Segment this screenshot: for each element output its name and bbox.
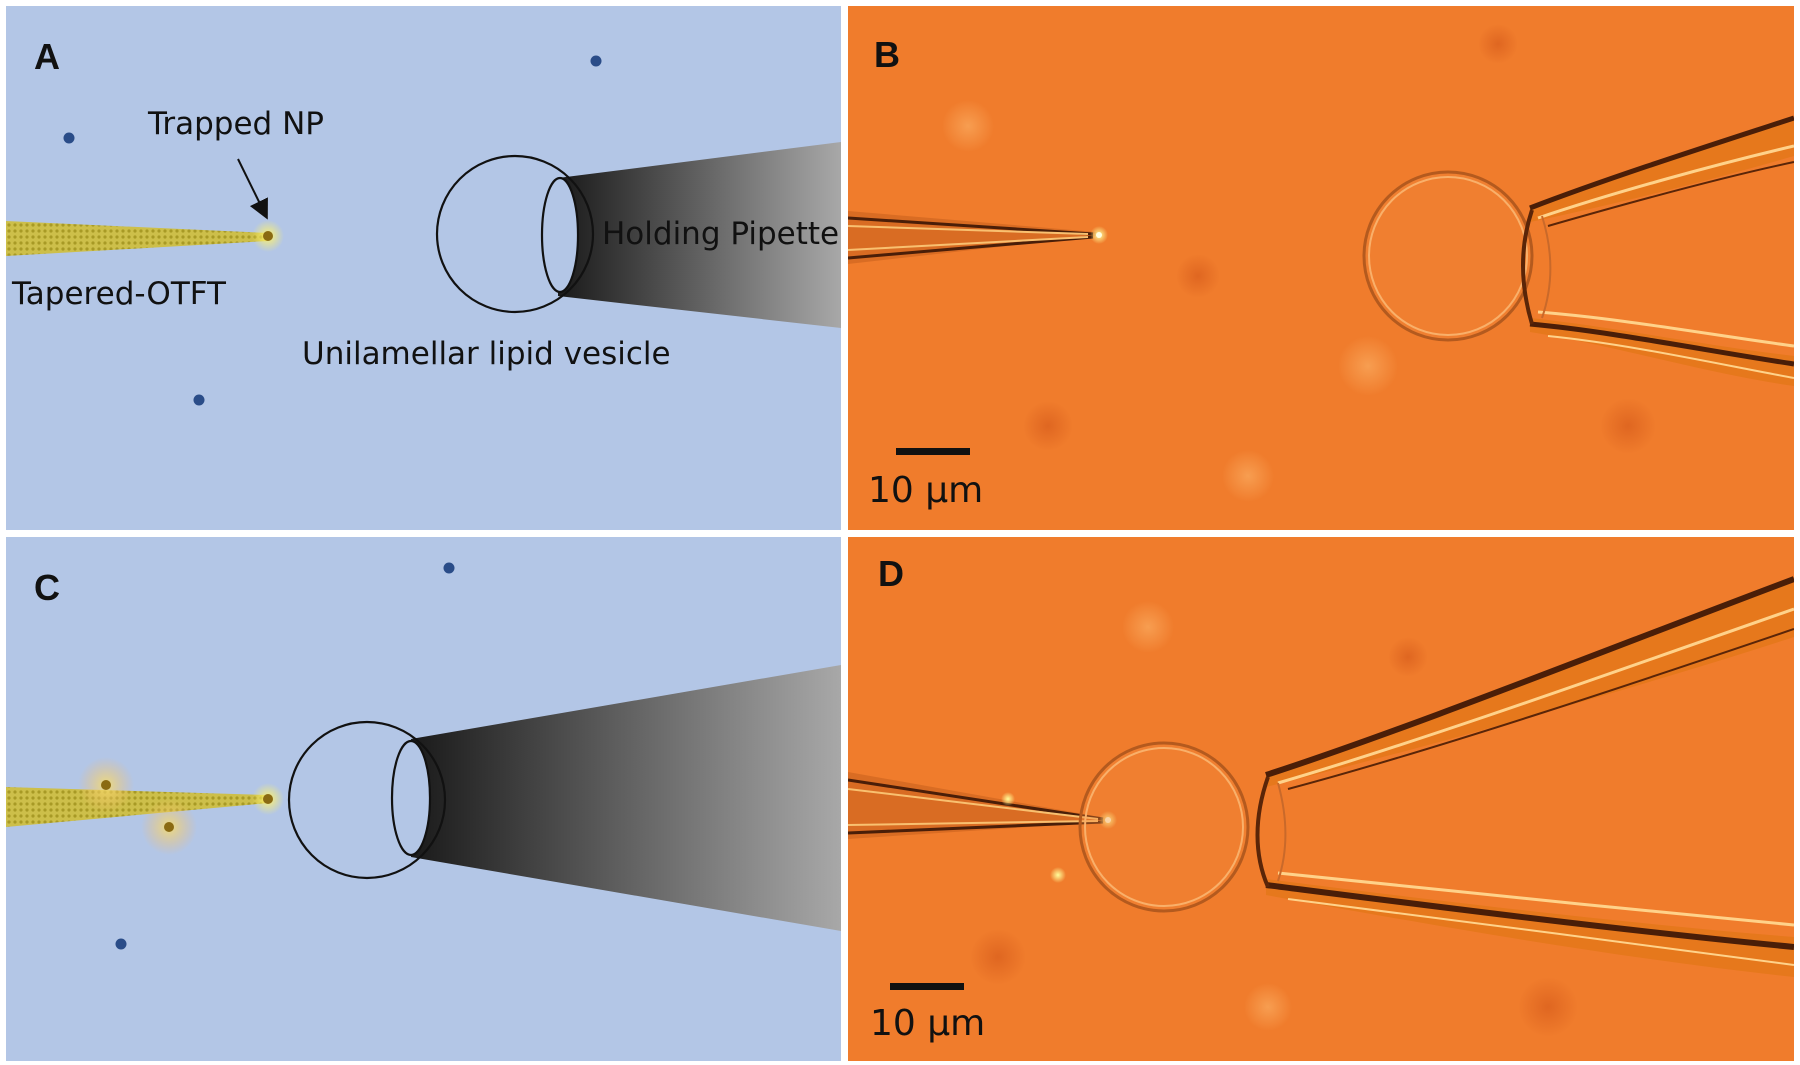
scale-bar [890,983,964,990]
holding-pipette-shape [558,142,841,328]
tapered-otft-label: Tapered-OTFT [12,276,226,312]
free-np [115,938,127,950]
free-np [590,55,602,67]
trapped-np [263,231,273,241]
panel-letter: B [874,34,900,75]
holding-pipette-shape [411,665,841,931]
trapped-np-label: Trapped NP [148,106,324,142]
vesicle-circle [287,720,447,880]
panel-b-micrograph [848,24,1794,502]
trapped-np [1105,817,1111,823]
panel-c: C [6,537,841,1061]
panel-a: A Trapped NP Tapered-OTFT Holding Pipett… [6,6,841,530]
trapped-np [101,780,111,790]
panel-letter: A [34,36,60,77]
holding-pipette-label: Holding Pipette [602,216,840,252]
trapped-np [1096,232,1102,238]
vesicle [1362,170,1534,342]
vesicle-label: Unilamellar lipid vesicle [302,336,671,372]
scale-bar-label: 10 µm [868,470,984,511]
panel-a-drawing [6,55,841,406]
free-np [443,562,455,574]
vesicle [1078,741,1250,913]
panel-letter: C [34,567,60,608]
free-np [193,394,205,406]
vesicle-circle [435,154,595,314]
scale-bar [896,448,970,455]
free-np [63,132,75,144]
panel-d: D 10 µm [848,537,1794,1061]
panel-letter: D [878,553,904,594]
panel-d-micrograph [848,576,1794,1037]
tapered-otft-shape [6,221,268,256]
panel-c-drawing [6,562,841,950]
scale-bar-label: 10 µm [870,1003,986,1044]
panel-b: B 10 µm [848,6,1794,530]
trapped-np [164,822,174,832]
trapped-np [263,794,273,804]
tapered-otft-shape [6,787,268,827]
